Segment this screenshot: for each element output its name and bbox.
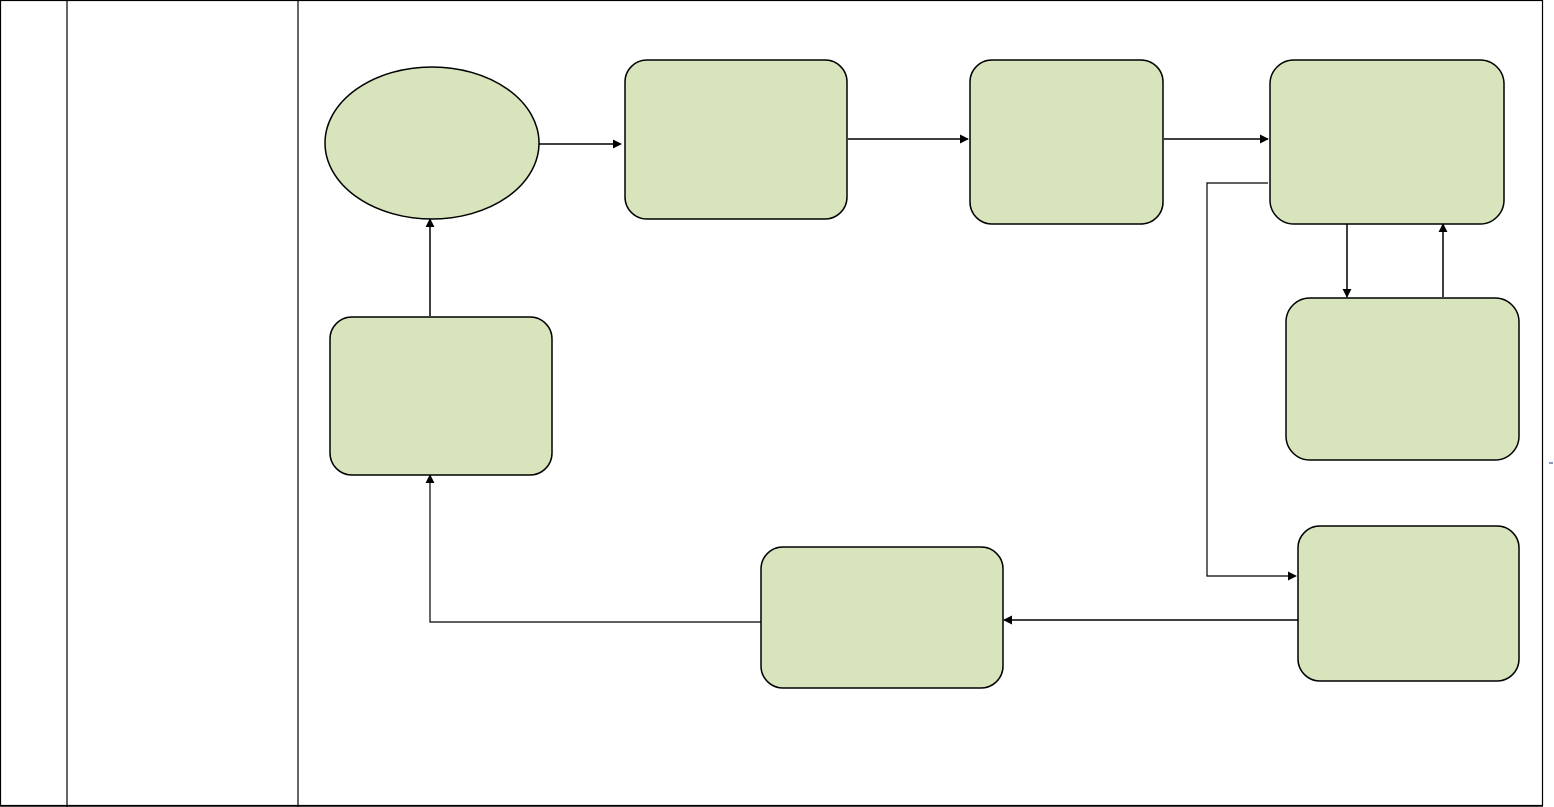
edge-box-top-3-to-box-right-bottom: [1206, 182, 1297, 581]
node-box-right-bottom: [1297, 525, 1520, 682]
diagram-edges: [425, 134, 1448, 625]
box-right-mid-shape: [1285, 297, 1520, 461]
box-top-1-shape: [624, 59, 848, 220]
edge-box-bottom-mid-to-box-left-mid: [425, 474, 761, 623]
node-box-left-mid: [329, 316, 553, 476]
node-box-right-mid: [1285, 297, 1520, 461]
diagram-nodes: [324, 59, 1520, 689]
node-box-top-3: [1269, 59, 1505, 225]
box-bottom-mid-shape: [760, 546, 1004, 689]
node-box-top-2: [969, 59, 1164, 225]
node-box-top-1: [624, 59, 848, 220]
node-ellipse: [324, 66, 540, 220]
ellipse-shape: [324, 66, 540, 220]
node-box-bottom-mid: [760, 546, 1004, 689]
box-top-2-shape: [969, 59, 1164, 225]
box-top-3-shape: [1269, 59, 1505, 225]
box-left-mid-shape: [329, 316, 553, 476]
box-right-bottom-shape: [1297, 525, 1520, 682]
